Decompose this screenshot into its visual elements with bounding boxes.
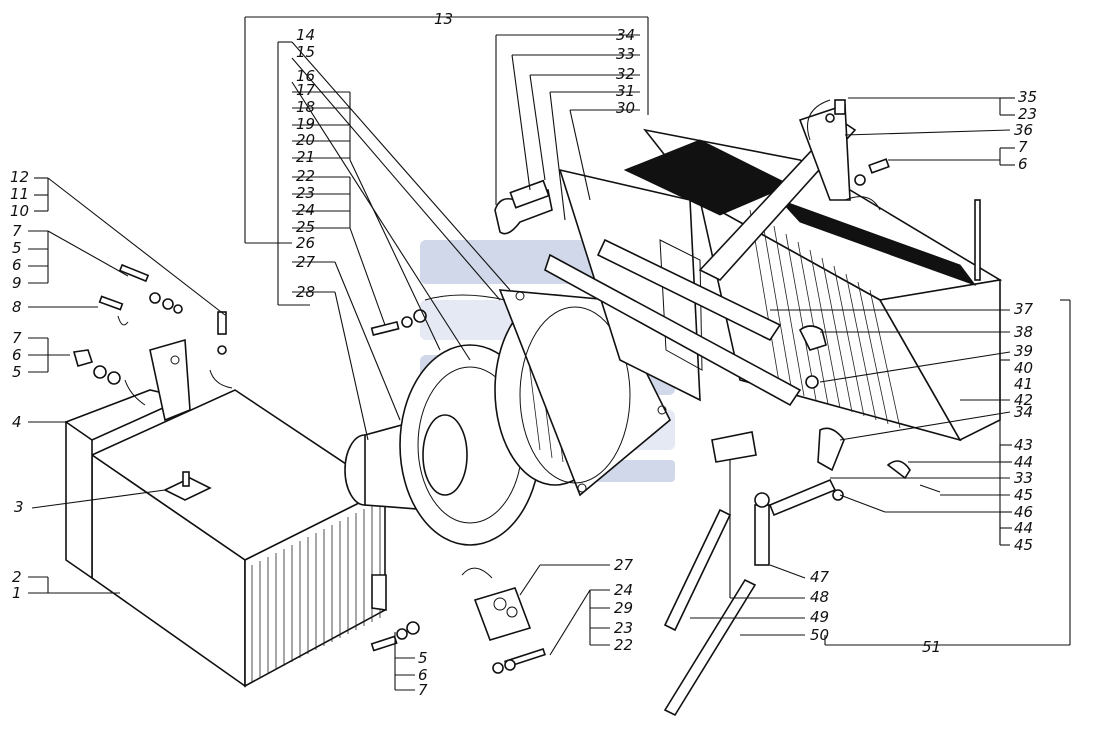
- callout-21: 21: [296, 148, 315, 166]
- callout-7: 7: [418, 681, 428, 699]
- callout-50: 50: [810, 626, 829, 644]
- callout-44: 44: [1014, 519, 1033, 537]
- callout-23: 23: [614, 619, 633, 637]
- callout-45: 45: [1014, 486, 1033, 504]
- callout-12: 12: [10, 168, 29, 186]
- motor-and-fan-part: [344, 289, 671, 546]
- callout-10: 10: [10, 202, 29, 220]
- callout-4: 4: [12, 413, 22, 431]
- callout-26: 26: [296, 234, 315, 252]
- callout-38: 38: [1014, 323, 1033, 341]
- callout-24: 24: [614, 581, 633, 599]
- callout-47: 47: [810, 568, 830, 586]
- callout-48: 48: [810, 588, 829, 606]
- callout-14: 14: [296, 26, 315, 44]
- callout-2: 2: [12, 568, 22, 586]
- callout-5: 5: [12, 239, 22, 257]
- callout-5: 5: [418, 649, 428, 667]
- callout-30: 30: [616, 99, 635, 117]
- callout-34: 34: [616, 26, 635, 44]
- heating-tube-part: [494, 99, 890, 472]
- callout-6: 6: [12, 346, 22, 364]
- callout-39: 39: [1014, 342, 1033, 360]
- callout-7: 7: [12, 222, 22, 240]
- callout-28: 28: [296, 283, 315, 301]
- callout-16: 16: [296, 67, 315, 85]
- callout-43: 43: [1014, 436, 1033, 454]
- callout-35: 35: [1018, 88, 1037, 106]
- callout-6: 6: [418, 666, 428, 684]
- callout-45: 45: [1014, 536, 1033, 554]
- callout-11: 11: [10, 185, 29, 203]
- callout-44: 44: [1014, 453, 1033, 471]
- callout-37: 37: [1014, 300, 1034, 318]
- callout-15: 15: [296, 43, 315, 61]
- callout-41: 41: [1014, 375, 1033, 393]
- callout-29: 29: [614, 599, 633, 617]
- callout-19: 19: [296, 115, 315, 133]
- callout-1: 1: [12, 584, 22, 602]
- callout-8: 8: [12, 298, 22, 316]
- callout-18: 18: [296, 98, 315, 116]
- callout-7: 7: [12, 329, 22, 347]
- callout-32: 32: [616, 65, 635, 83]
- callout-51: 51: [922, 638, 941, 656]
- callout-25: 25: [296, 218, 315, 236]
- callout-24: 24: [296, 201, 315, 219]
- valve-and-pipes-part: [663, 431, 941, 717]
- callout-6: 6: [12, 256, 22, 274]
- callout-46: 46: [1014, 503, 1033, 521]
- callout-42: 42: [1014, 391, 1033, 409]
- terminal-block-part: [370, 567, 546, 674]
- callout-40: 40: [1014, 359, 1033, 377]
- callout-17: 17: [296, 81, 316, 99]
- callout-23: 23: [296, 184, 315, 202]
- callout-36: 36: [1014, 121, 1033, 139]
- callout-22: 22: [296, 167, 315, 185]
- callout-7: 7: [1018, 138, 1028, 156]
- callout-9: 9: [12, 274, 22, 292]
- callout-27: 27: [296, 253, 316, 271]
- fastener-parts-left: [72, 263, 233, 406]
- callout-34: 34: [1014, 403, 1033, 421]
- leader-lines: [28, 16, 1071, 691]
- callout-33: 33: [1014, 469, 1033, 487]
- callout-27: 27: [614, 556, 634, 574]
- heater-housing-part: [64, 338, 387, 688]
- callout-6: 6: [1018, 155, 1028, 173]
- callout-31: 31: [616, 82, 635, 100]
- callout-13: 13: [434, 10, 453, 28]
- callout-49: 49: [810, 608, 829, 626]
- callout-3: 3: [14, 498, 24, 516]
- callout-22: 22: [614, 636, 633, 654]
- callout-labels: 12 11 10 7 5 6 9 8 7 6 5 4 3 2 1 13 14 1…: [10, 10, 1037, 699]
- callout-33: 33: [616, 45, 635, 63]
- callout-5: 5: [12, 363, 22, 381]
- callout-23: 23: [1018, 105, 1037, 123]
- callout-20: 20: [296, 131, 315, 149]
